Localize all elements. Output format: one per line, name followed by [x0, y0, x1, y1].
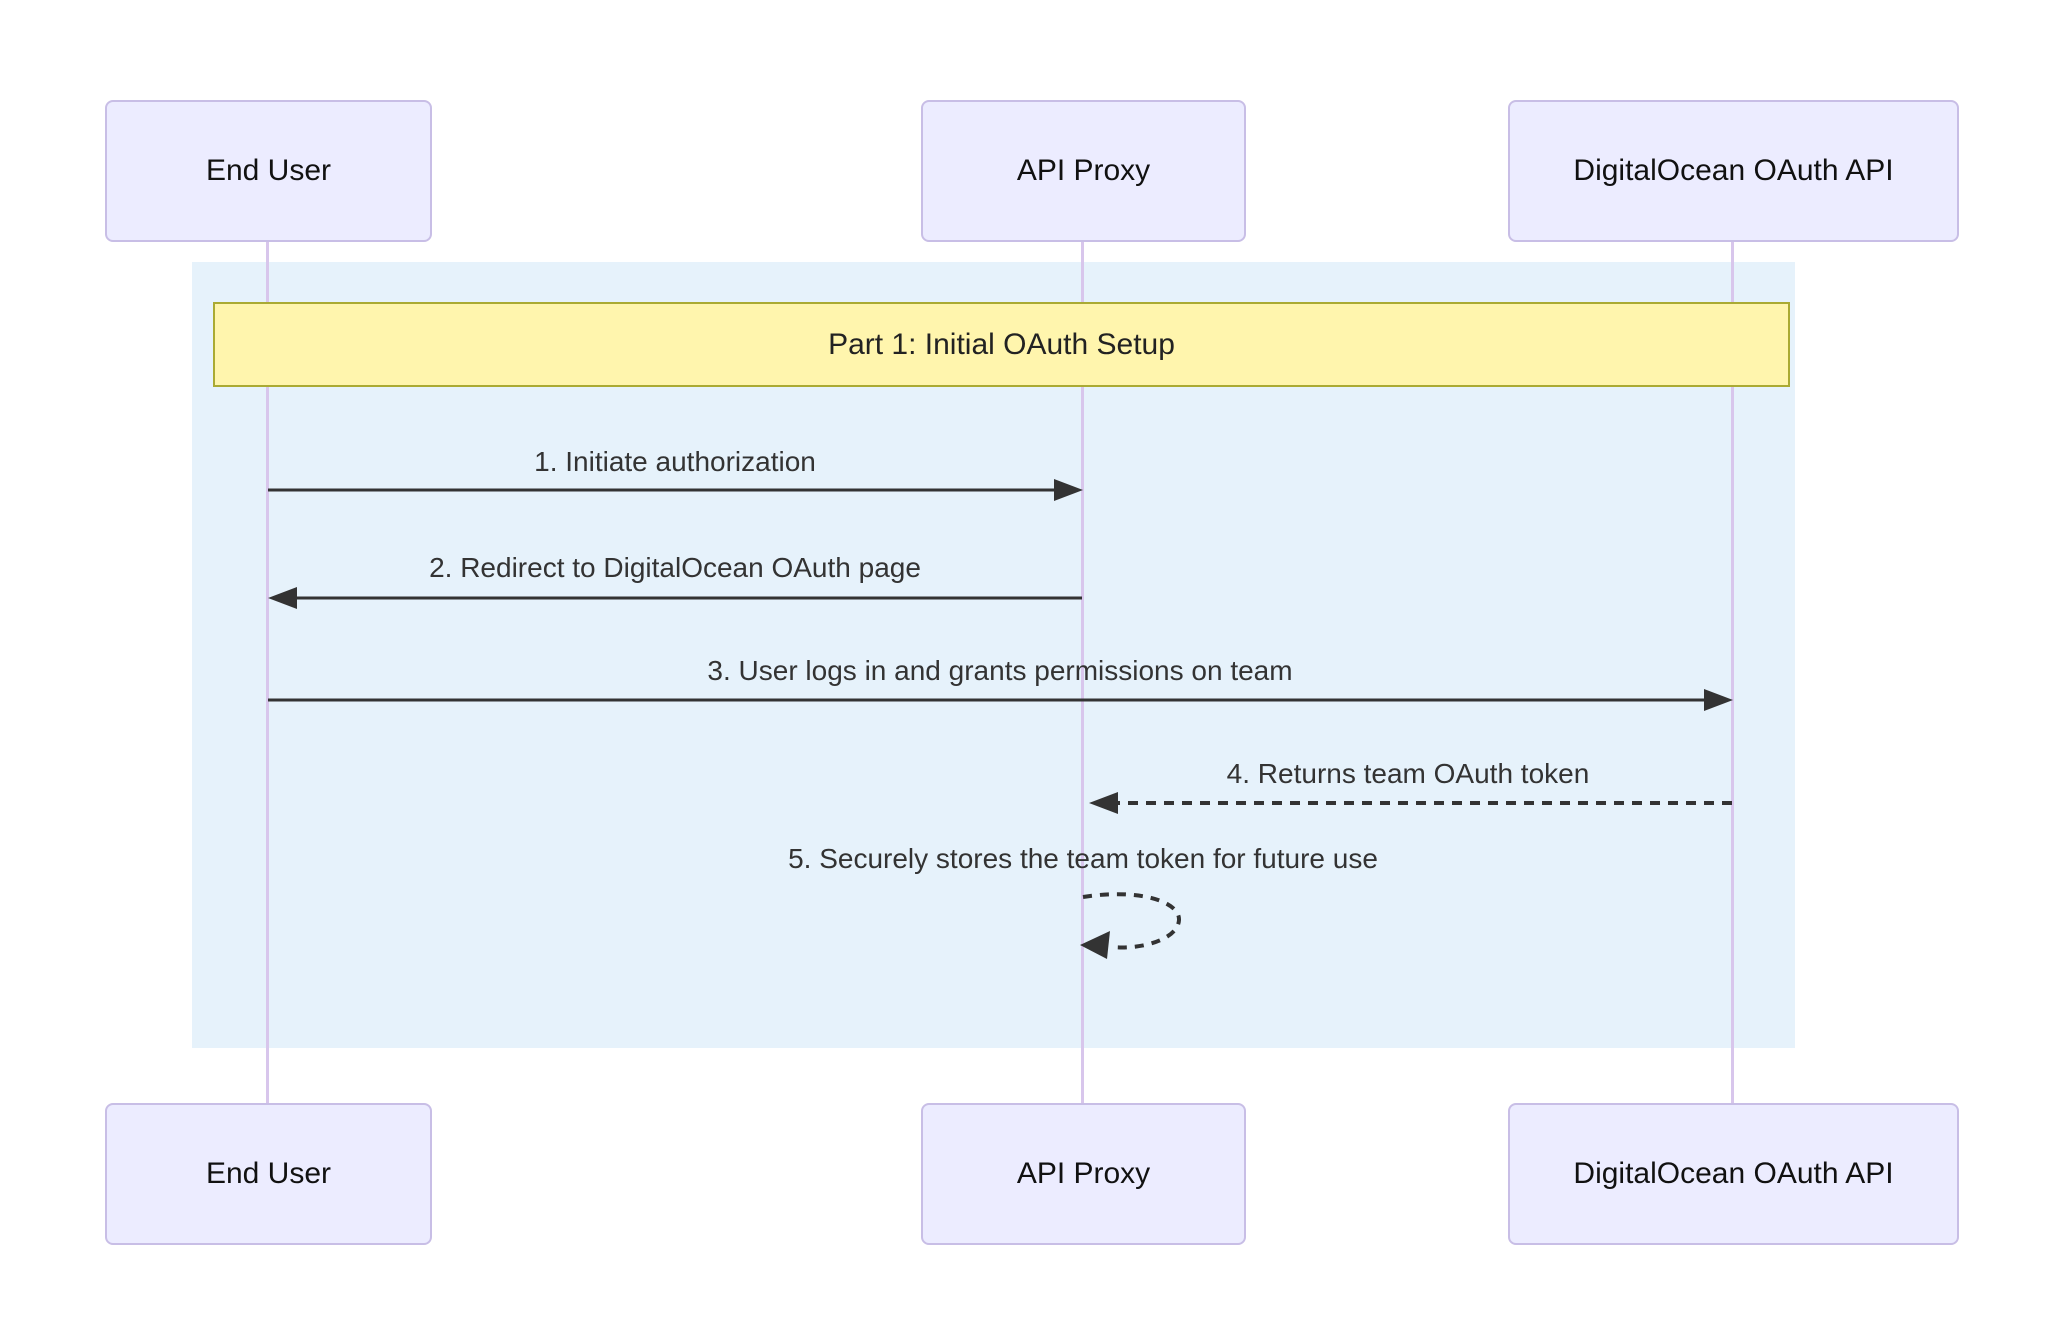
actor-end-user-top: End User	[105, 100, 432, 242]
actor-label: DigitalOcean OAuth API	[1573, 1157, 1894, 1190]
actor-digitalocean-oauth-api-top: DigitalOcean OAuth API	[1508, 100, 1959, 242]
lifeline-digitalocean-oauth-api	[1731, 242, 1734, 1103]
message-label-2: 2. Redirect to DigitalOcean OAuth page	[429, 552, 921, 583]
actor-label: End User	[205, 1157, 332, 1190]
actor-label: API Proxy	[1016, 1157, 1151, 1190]
lifeline-end-user	[266, 242, 269, 1103]
message-label-4: 4. Returns team OAuth token	[1226, 758, 1590, 789]
actor-digitalocean-oauth-api-bottom: DigitalOcean OAuth API	[1508, 1103, 1959, 1245]
actor-label: End User	[205, 154, 332, 187]
message-label-5: 5. Securely stores the team token for fu…	[788, 843, 1378, 874]
actor-api-proxy-bottom: API Proxy	[921, 1103, 1246, 1245]
actor-api-proxy-top: API Proxy	[921, 100, 1246, 242]
oauth-setup-highlight-region	[192, 262, 1795, 1048]
actor-label: API Proxy	[1016, 154, 1151, 187]
note-label: Part 1: Initial OAuth Setup	[828, 327, 1175, 361]
note-part1-initial-oauth-setup: Part 1: Initial OAuth Setup	[213, 302, 1790, 387]
message-label-3: 3. User logs in and grants permissions o…	[707, 655, 1293, 686]
message-label-1: 1. Initiate authorization	[534, 446, 816, 477]
actor-label: DigitalOcean OAuth API	[1573, 154, 1894, 187]
actor-end-user-bottom: End User	[105, 1103, 432, 1245]
lifeline-api-proxy	[1081, 242, 1084, 1103]
